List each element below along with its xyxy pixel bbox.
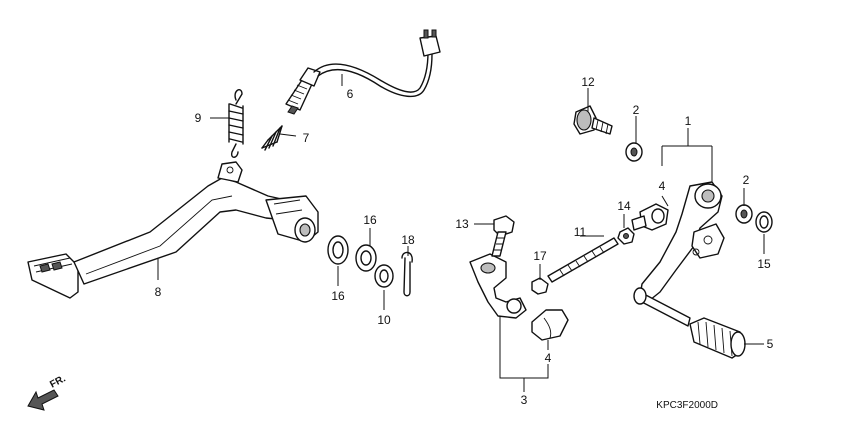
callout-10: 10 [377,313,391,327]
callout-8: 8 [155,285,162,299]
brake-rod-11[interactable] [547,237,619,283]
drawing-code: KPC3F2000D [656,400,718,411]
callout-7: 7 [303,131,310,145]
callout-18: 18 [401,233,415,247]
rod-end-joint-upper[interactable] [631,203,669,231]
callout-16-upper: 16 [363,213,377,227]
pedal-pivot-washer-16a[interactable] [327,235,349,265]
footrest-rubber[interactable] [689,317,746,359]
washer-2a[interactable] [625,142,643,162]
callout-12: 12 [581,75,595,89]
rear-brake-light-switch[interactable] [285,29,441,115]
washer-15[interactable] [755,211,773,233]
brake-pedal[interactable] [27,161,319,299]
bolt-13[interactable] [491,215,515,257]
callout-1: 1 [685,114,692,128]
nut-14[interactable] [617,227,635,245]
nut-17[interactable] [531,277,549,295]
rod-end-boot-lower[interactable] [531,309,569,341]
brake-pedal-spring[interactable] [228,89,244,158]
callout-9: 9 [195,111,202,125]
callout-13: 13 [455,217,469,231]
callout-11: 11 [574,225,587,239]
callout-3: 3 [521,393,528,407]
callout-14: 14 [617,199,631,213]
callout-5: 5 [767,337,774,351]
pedal-pivot-washer-10[interactable] [374,264,394,288]
pedal-pivot-washer-16b[interactable] [355,244,377,272]
front-direction-label: FR. [48,373,68,390]
flange-bolt-12[interactable] [573,105,613,135]
callout-4-lower: 4 [545,351,552,365]
callout-6: 6 [347,87,354,101]
callout-labels: 1 2 2 3 4 4 5 6 7 8 9 10 11 12 13 14 15 … [155,75,774,407]
right-step-bracket[interactable] [633,181,725,327]
brake-rod-joint-3[interactable] [469,253,527,319]
callout-17: 17 [533,249,547,263]
leader-lines [157,74,765,392]
brake-switch-spring[interactable] [261,125,283,151]
callout-16-lower: 16 [331,289,345,303]
callout-15: 15 [757,257,771,271]
washer-2b[interactable] [735,204,753,224]
callout-4-upper: 4 [659,179,666,193]
cotter-pin-18[interactable] [401,251,413,297]
callout-2-upper: 2 [633,103,640,117]
callout-2-right: 2 [743,173,750,187]
front-direction-arrow-icon [27,389,59,411]
